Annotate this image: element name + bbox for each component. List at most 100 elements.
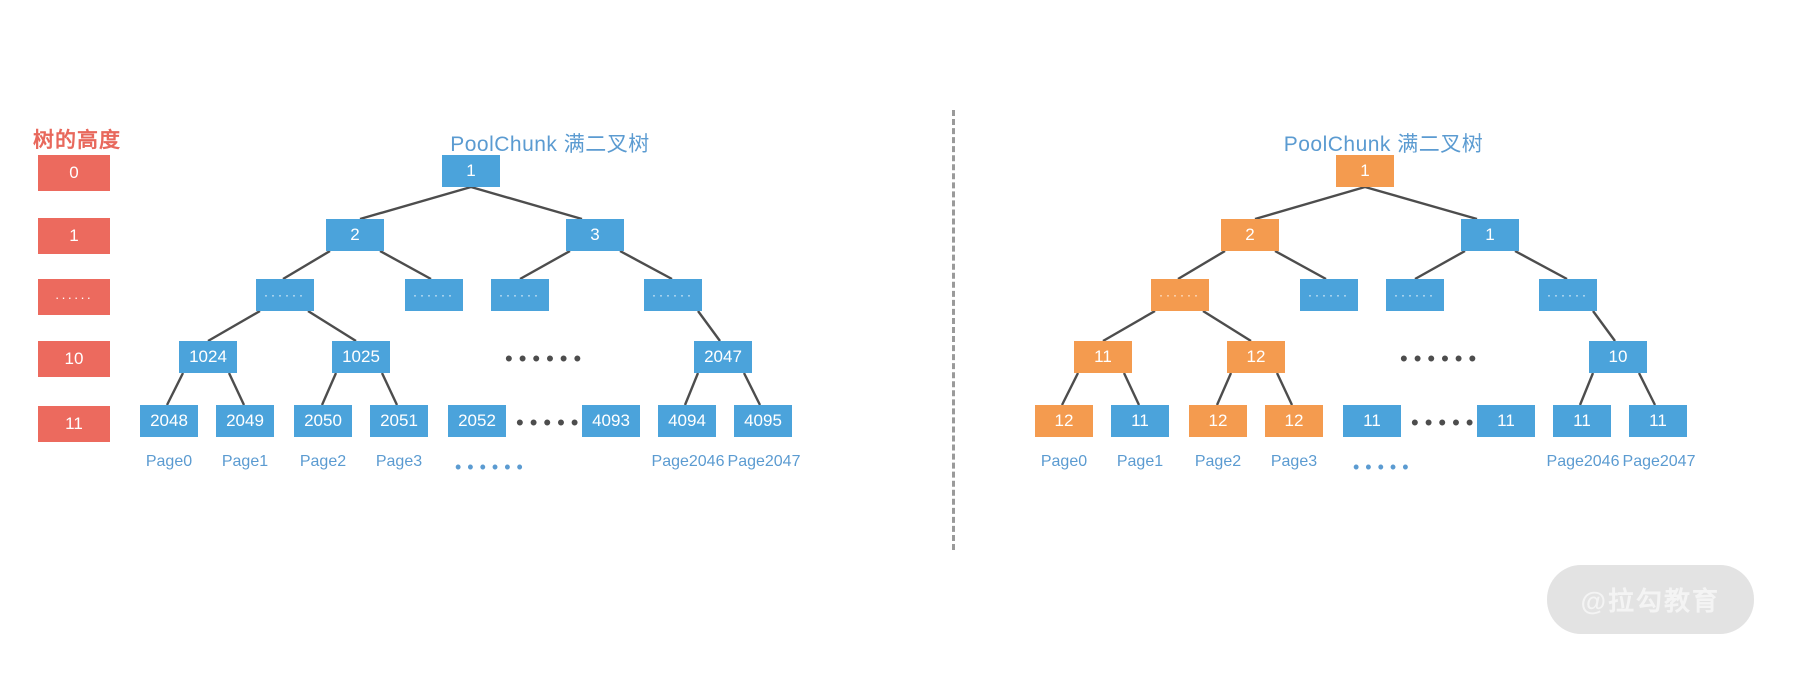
left-leaf-2052-label: 2052 (458, 411, 496, 430)
left-node-d2-e0: ······ (256, 279, 314, 311)
right-node-d2-e3-label: ······ (1547, 288, 1589, 302)
left-page-label-1: Page1 (221, 453, 269, 470)
right-node-d2-e3: ······ (1539, 279, 1597, 311)
left-node-d1-2-label: 2 (350, 225, 360, 244)
left-node-d3-1024: 1024 (179, 341, 237, 373)
right-page-label-2046: Page2046 (1546, 453, 1620, 470)
right-tree-edges (1060, 185, 1657, 406)
legend-title: 树的高度 (33, 129, 121, 152)
right-leaf-1: 11 (1111, 405, 1169, 437)
left-leaf-2051-label: 2051 (380, 411, 418, 430)
panel-divider (952, 110, 955, 550)
left-leaf-4094-label: 4094 (668, 411, 706, 430)
left-page-label-2046: Page2046 (651, 453, 725, 470)
left-node-d3-1025: 1025 (332, 341, 390, 373)
left-node-d3-2047: 2047 (694, 341, 752, 373)
left-tree-panel: PoolChunk 满二叉树 (140, 0, 950, 686)
left-node-d1-3-label: 3 (590, 225, 600, 244)
right-node-d0-1-label: 1 (1360, 161, 1370, 180)
right-page-label-0: Page0 (1040, 453, 1088, 470)
left-node-d2-e1-label: ······ (413, 288, 455, 302)
right-leaf-6: 11 (1553, 405, 1611, 437)
height-level-1-label: 1 (69, 226, 79, 245)
left-leaf-2051: 2051 (370, 405, 428, 437)
right-node-d3-12-label: 12 (1246, 347, 1266, 366)
left-node-d2-e1: ······ (405, 279, 463, 311)
height-level-ellipsis-label: ······ (55, 289, 93, 305)
right-node-d1-2: 2 (1221, 219, 1279, 251)
left-page-label-2: Page2 (299, 453, 347, 470)
height-level-11: 11 (38, 406, 110, 442)
left-panel-title: PoolChunk 满二叉树 (450, 133, 650, 156)
right-mid-ellipsis: •••••• (1400, 346, 1483, 371)
left-page-label-3: Page3 (375, 453, 423, 470)
left-leaf-4093-label: 4093 (592, 411, 630, 430)
left-leaf-2050: 2050 (294, 405, 352, 437)
right-leaf-2-label: 12 (1208, 411, 1228, 430)
height-level-ellipsis: ······ (38, 279, 110, 315)
left-leaf-2050-label: 2050 (304, 411, 342, 430)
left-leaf-2049: 2049 (216, 405, 274, 437)
right-node-d1-1-label: 1 (1485, 225, 1495, 244)
left-node-d2-e0-label: ······ (264, 288, 306, 302)
right-panel-title: PoolChunk 满二叉树 (1283, 133, 1484, 156)
left-page-label-2047: Page2047 (727, 453, 801, 470)
right-page-label-2: Page2 (1194, 453, 1242, 470)
left-node-d1-3: 3 (566, 219, 624, 251)
right-node-d3-11-label: 11 (1094, 347, 1112, 366)
height-level-0-label: 0 (69, 163, 79, 182)
left-page-label-0: Page0 (145, 453, 193, 470)
height-level-0: 0 (38, 155, 110, 191)
right-page-ellipsis: ••••• (1353, 457, 1415, 477)
right-leaf-3: 12 (1265, 405, 1323, 437)
right-node-d2-e1: ······ (1300, 279, 1358, 311)
right-leaf-6-label: 11 (1573, 411, 1591, 430)
right-leaf-5: 11 (1477, 405, 1535, 437)
left-leaf-2048-label: 2048 (150, 411, 188, 430)
right-node-d1-2-label: 2 (1245, 225, 1255, 244)
left-page-ellipsis: •••••• (455, 457, 529, 477)
right-node-d2-e0-label: ······ (1159, 288, 1201, 302)
left-leaf-2052: 2052 (448, 405, 506, 437)
height-level-11-label: 11 (65, 414, 83, 433)
watermark: @拉勾教育 (1546, 565, 1754, 634)
right-leaf-7: 11 (1629, 405, 1687, 437)
left-node-d3-1024-label: 1024 (189, 347, 227, 366)
right-leaf-5-label: 11 (1497, 411, 1515, 430)
left-tree-edges (165, 185, 762, 406)
right-leaf-3-label: 12 (1284, 411, 1304, 430)
right-node-d2-e0: ······ (1151, 279, 1209, 311)
left-node-d2-e2: ······ (491, 279, 549, 311)
left-node-d3-1025-label: 1025 (342, 347, 380, 366)
right-node-d2-e1-label: ······ (1308, 288, 1350, 302)
right-node-d3-10-label: 10 (1608, 347, 1628, 366)
left-node-d1-2: 2 (326, 219, 384, 251)
right-leaf-4: 11 (1343, 405, 1401, 437)
right-leaf-7-label: 11 (1649, 411, 1667, 430)
right-node-d2-e2: ······ (1386, 279, 1444, 311)
tree-height-legend: 树的高度 0 1 ······ 10 11 (0, 0, 150, 686)
left-leaf-2048: 2048 (140, 405, 198, 437)
height-level-1: 1 (38, 218, 110, 254)
right-node-d0-1: 1 (1336, 155, 1394, 187)
left-node-d0-1-label: 1 (466, 161, 476, 180)
left-leaf-4095: 4095 (734, 405, 792, 437)
right-page-label-1: Page1 (1116, 453, 1164, 470)
right-tree-panel: PoolChunk 满二叉树 1 (965, 0, 1802, 686)
left-node-d2-e3-label: ······ (652, 288, 694, 302)
right-page-label-2047: Page2047 (1622, 453, 1696, 470)
right-node-d3-12: 12 (1227, 341, 1285, 373)
right-page-label-3: Page3 (1270, 453, 1318, 470)
left-node-d2-e2-label: ······ (499, 288, 541, 302)
right-leaf-0-label: 12 (1054, 411, 1074, 430)
right-leaf-0: 12 (1035, 405, 1093, 437)
right-node-d2-e2-label: ······ (1394, 288, 1436, 302)
left-leaf-2049-label: 2049 (226, 411, 264, 430)
right-leaf-4-label: 11 (1363, 411, 1381, 430)
left-leaf-4094: 4094 (658, 405, 716, 437)
right-leaf-1-label: 11 (1131, 411, 1149, 430)
left-node-d0-1: 1 (442, 155, 500, 187)
height-level-10: 10 (38, 341, 110, 377)
left-node-d2-e3: ······ (644, 279, 702, 311)
